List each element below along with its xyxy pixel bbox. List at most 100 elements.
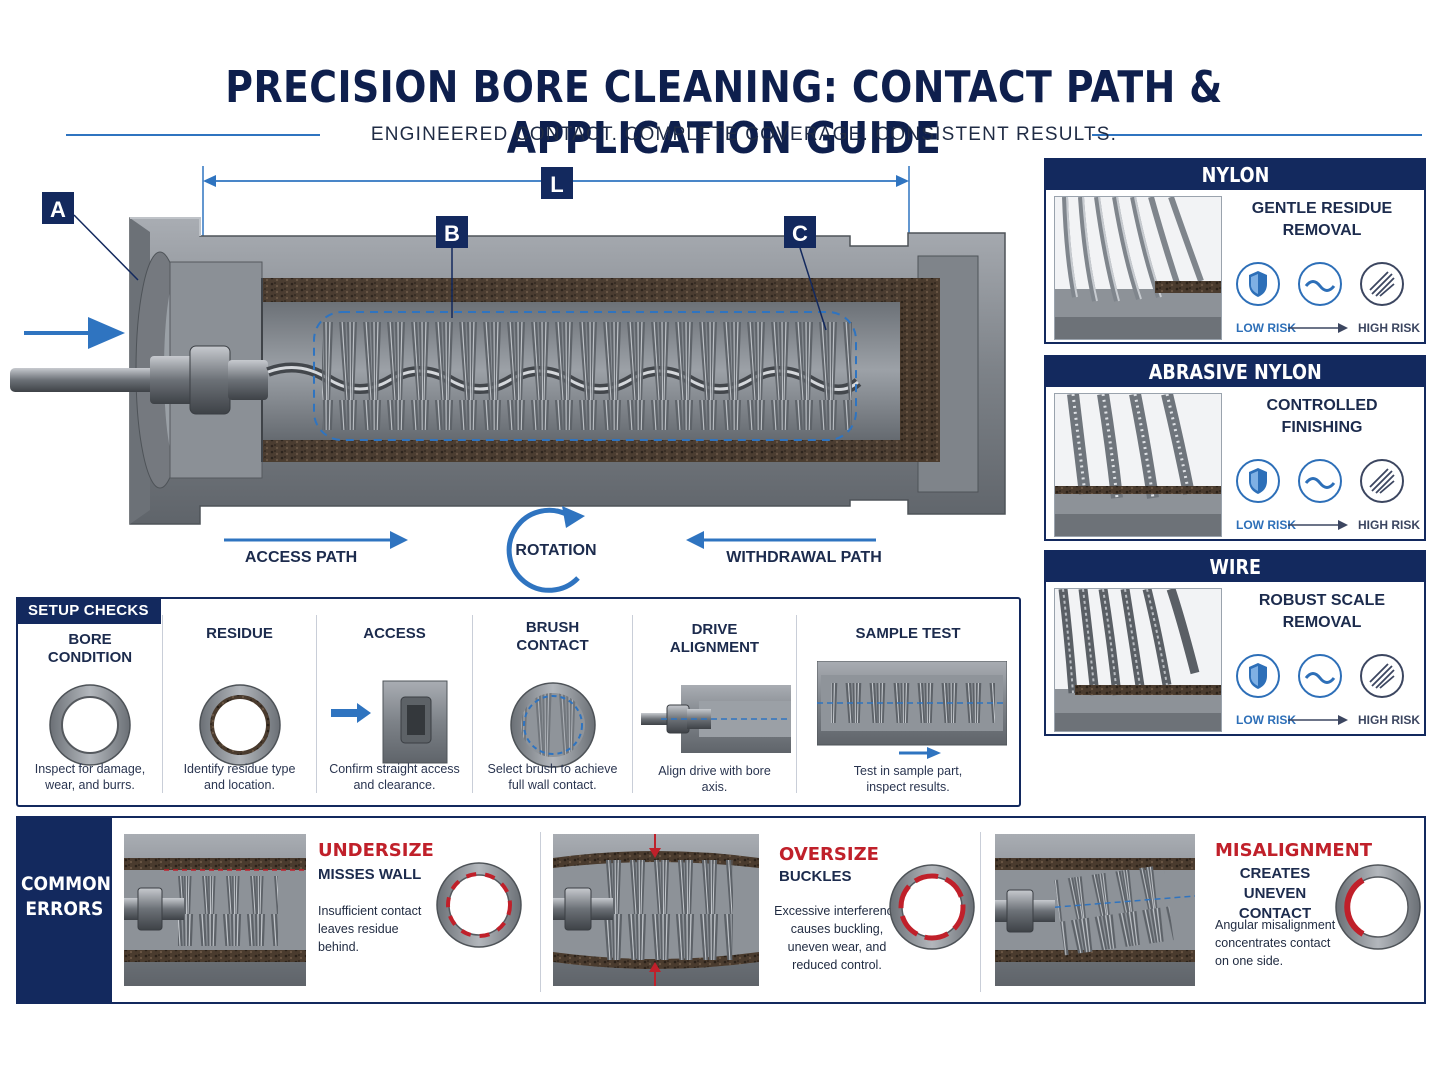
risk-high-label: HIGH RISK <box>1358 713 1421 727</box>
setup-desc-2: inspect results. <box>866 780 950 794</box>
setup-head: ACCESS <box>363 625 426 642</box>
page-subtitle: ENGINEERED CONTACT. COMPLETE COVERAGE. C… <box>370 124 1118 145</box>
label-b: B <box>444 221 460 246</box>
bore-cross-section-diagram: L A B <box>10 166 1006 593</box>
setup-head: DRIVE <box>691 621 738 638</box>
error-desc-line: concentrates contact <box>1215 936 1331 950</box>
setup-checks-tag: SETUP CHECKS <box>16 597 161 624</box>
setup-item-sample-test: SAMPLE TEST Test in sample part, inspect … <box>796 615 1019 794</box>
setup-desc: Align drive with bore <box>658 764 771 778</box>
error-title: UNDERSIZE <box>318 840 434 861</box>
risk-scale-arrow <box>1288 520 1348 530</box>
card-wire: WIRE ROBUST SCALE REMOVAL LOW RISK HIGH R… <box>1044 550 1426 736</box>
setup-head: BORE <box>68 631 112 648</box>
shield-icon <box>1236 459 1280 503</box>
card-line1: CONTROLLED <box>1266 397 1378 414</box>
card-title: WIRE <box>1209 555 1261 579</box>
risk-icons <box>1236 262 1404 306</box>
risk-high-label: HIGH RISK <box>1358 518 1421 532</box>
oversize-image <box>553 834 759 986</box>
access-block-icon <box>331 680 448 764</box>
misalignment-image <box>995 834 1195 986</box>
nylon-brush-image <box>1054 196 1222 340</box>
wave-icon <box>1298 654 1342 698</box>
shield-icon <box>1236 262 1280 306</box>
error-desc-line: Insufficient contact <box>318 904 422 918</box>
errors-tag-2: ERRORS <box>24 898 104 920</box>
setup-head: BRUSH <box>525 619 580 636</box>
abrasive-nylon-brush-image <box>1054 393 1222 537</box>
residue-ring-icon <box>199 684 281 766</box>
setup-desc: Identify residue type <box>183 762 296 776</box>
error-title: MISALIGNMENT <box>1215 840 1373 861</box>
withdrawal-path-label: WITHDRAWAL PATH <box>726 549 882 566</box>
risk-icons <box>1236 459 1404 503</box>
setup-head-2: CONTACT <box>516 637 589 654</box>
setup-desc-2: and location. <box>204 778 275 792</box>
scratch-icon <box>1360 654 1404 698</box>
setup-desc: Inspect for damage, <box>34 762 146 776</box>
card-line2: FINISHING <box>1281 419 1363 436</box>
error-subtitle-2: CONTACT <box>1238 905 1312 922</box>
setup-head-2: CONDITION <box>47 649 133 666</box>
entry-arrow <box>24 316 126 350</box>
label-a: A <box>50 197 66 222</box>
callout-a: A <box>42 192 139 281</box>
subtitle-rule-right <box>1092 134 1422 136</box>
card-line2: REMOVAL <box>1282 614 1362 631</box>
card-title: NYLON <box>1201 163 1269 187</box>
withdrawal-path: WITHDRAWAL PATH <box>686 531 882 566</box>
errors-tag-1: COMMON <box>20 873 111 895</box>
error-desc-line: behind. <box>318 940 360 954</box>
misalignment-ring-icon <box>1335 864 1421 950</box>
error-undersize: UNDERSIZE MISSES WALL Insufficient conta… <box>122 832 540 992</box>
card-line1: ROBUST SCALE <box>1258 592 1386 609</box>
wave-icon <box>1298 459 1342 503</box>
rotation-label: ROTATION <box>515 542 596 559</box>
setup-desc: Confirm straight access <box>329 762 460 776</box>
undersize-ring-icon <box>436 862 522 948</box>
risk-scale-arrow <box>1288 323 1348 333</box>
scratch-icon <box>1360 262 1404 306</box>
clean-ring-icon <box>49 684 131 766</box>
oversize-ring-icon <box>889 864 975 950</box>
setup-desc-2: full wall contact. <box>508 778 597 792</box>
risk-low-label: LOW RISK <box>1236 321 1296 335</box>
wave-icon <box>1298 262 1342 306</box>
sample-test-icon <box>817 661 1007 759</box>
error-desc-line: Angular misalignment <box>1215 918 1336 932</box>
undersize-image <box>124 834 306 986</box>
length-dimension: L <box>202 166 910 240</box>
error-desc-line: Excessive interference <box>774 904 900 918</box>
scratch-icon <box>1360 459 1404 503</box>
callout-b: B <box>436 216 468 318</box>
risk-icons <box>1236 654 1404 698</box>
risk-high-label: HIGH RISK <box>1358 321 1421 335</box>
error-desc-line: causes buckling, <box>790 922 884 936</box>
error-subtitle: CREATES UNEVEN <box>1239 865 1311 902</box>
setup-desc-2: axis. <box>701 780 728 794</box>
risk-low-label: LOW RISK <box>1236 713 1296 727</box>
card-title: ABRASIVE NYLON <box>1148 360 1322 384</box>
access-path: ACCESS PATH <box>224 531 408 566</box>
alignment-icon <box>641 685 791 753</box>
contact-ring-icon <box>510 682 596 768</box>
page-title: PRECISION BORE CLEANING: CONTACT PATH & … <box>225 62 1223 164</box>
error-desc-line: reduced control. <box>792 958 882 972</box>
error-desc-line: leaves residue <box>318 922 399 936</box>
error-subtitle: BUCKLES <box>779 868 852 885</box>
error-desc-line: on one side. <box>1215 954 1284 968</box>
setup-desc: Test in sample part, <box>853 764 963 778</box>
label-c: C <box>792 221 808 246</box>
error-misalignment: MISALIGNMENT CREATES UNEVEN CONTACT Angul… <box>980 832 1424 992</box>
brush-bristles <box>313 311 857 441</box>
wire-brush-image <box>1054 588 1222 732</box>
setup-head: SAMPLE TEST <box>855 625 961 642</box>
rotation: ROTATION <box>506 506 597 593</box>
